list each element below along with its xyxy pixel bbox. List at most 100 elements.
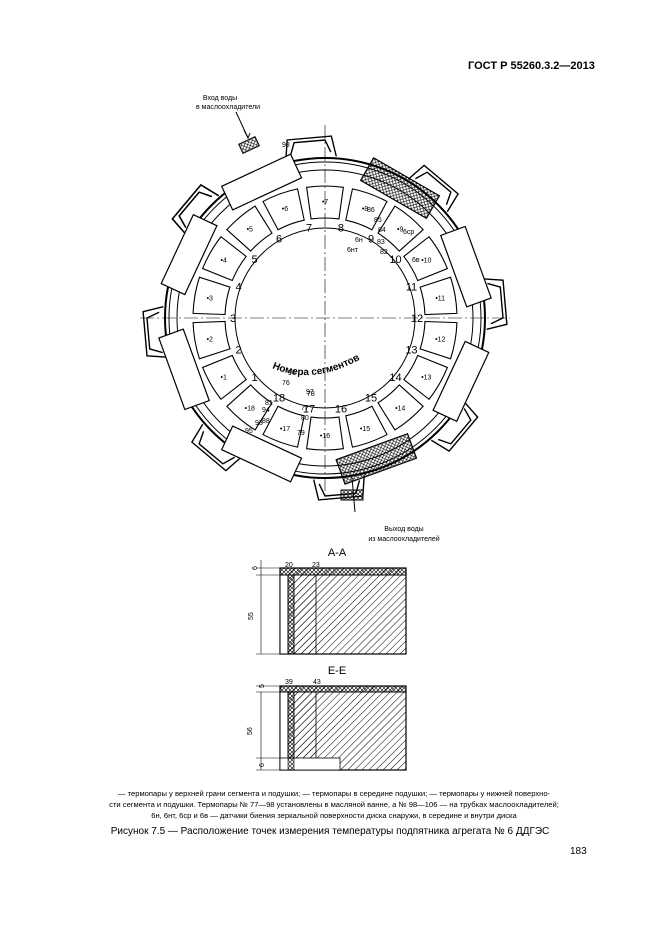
cooler-pipe bbox=[178, 191, 213, 228]
segment-number: 18 bbox=[273, 393, 285, 405]
bearing-segment bbox=[377, 384, 424, 431]
cooler-pipe bbox=[146, 311, 163, 354]
bearing-segment bbox=[403, 354, 449, 401]
sensor-label: 6в bbox=[412, 257, 420, 264]
sensor-label: 95 bbox=[245, 428, 253, 435]
dim-label: 39 bbox=[285, 679, 293, 686]
cooler-pipe bbox=[430, 400, 479, 453]
page-number: 183 bbox=[570, 846, 587, 857]
cooler-pipe bbox=[198, 430, 235, 465]
thermocouple-label: •17 bbox=[280, 426, 290, 433]
thermocouple-label: •13 bbox=[421, 375, 431, 382]
center-lines bbox=[140, 125, 510, 500]
segment-number: 15 bbox=[365, 393, 377, 405]
thermocouple-label: •7 bbox=[322, 199, 328, 206]
segment-number: 11 bbox=[406, 282, 417, 294]
bearing-segment bbox=[226, 384, 273, 431]
dim-label: 23 bbox=[312, 562, 320, 569]
oil-cooler bbox=[439, 225, 492, 308]
sensor-label: 80 bbox=[301, 415, 309, 422]
segment-number: 6 bbox=[276, 233, 282, 245]
dim-label: 5 bbox=[259, 684, 266, 688]
sensor-label: 96 bbox=[288, 370, 296, 377]
thermocouple-label: •3 bbox=[207, 296, 213, 303]
bearing-segment bbox=[201, 354, 247, 401]
cooler-pipe bbox=[318, 480, 361, 497]
sensor-label: 85 bbox=[374, 217, 382, 224]
sensor-label: 81 bbox=[265, 400, 273, 407]
segment-number: 17 bbox=[303, 404, 315, 416]
segment-number: 2 bbox=[235, 344, 241, 356]
outlet-label-line2: из маслоохладителей bbox=[368, 535, 439, 543]
oil-cooler bbox=[220, 153, 303, 211]
sensor-label: 82 bbox=[380, 249, 388, 256]
sensor-label: 79 bbox=[297, 430, 305, 437]
section-aa bbox=[256, 560, 407, 655]
segment-number: 8 bbox=[338, 222, 344, 234]
bearing-segment bbox=[192, 276, 231, 316]
dim-label: 55 bbox=[248, 612, 255, 620]
cooler-pipe bbox=[415, 171, 452, 206]
section-ee-title: Е-Е bbox=[328, 665, 346, 677]
dim-label: 6 bbox=[259, 763, 266, 767]
bearing-segment bbox=[226, 205, 273, 252]
thermocouple-label: •11 bbox=[435, 296, 445, 303]
cooler-pipe bbox=[190, 423, 243, 472]
sensor-label: 84 bbox=[378, 227, 386, 234]
sensor-label: 98 bbox=[282, 142, 290, 149]
cooler-pipe bbox=[407, 164, 460, 213]
standard-header: ГОСТ Р 55260.3.2—2013 bbox=[468, 60, 595, 72]
sensor-label: 6н bbox=[355, 237, 363, 244]
bearing-segment bbox=[201, 235, 247, 282]
thermocouple-label: •6 bbox=[282, 206, 288, 213]
sensor-label: 86 bbox=[367, 207, 375, 214]
section-aa-title: А-А bbox=[328, 547, 347, 559]
cooler-pipe bbox=[285, 135, 337, 161]
segment-number: 7 bbox=[306, 222, 312, 234]
sensor-label: 77 bbox=[301, 405, 309, 412]
thermocouple-label: •10 bbox=[421, 258, 431, 265]
sensor-label: 88 bbox=[262, 418, 270, 425]
thermocouple-label: •15 bbox=[360, 426, 370, 433]
thermocouple-label: •18 bbox=[245, 406, 255, 413]
figure-caption: Рисунок 7.5 — Расположение точек измерен… bbox=[110, 826, 550, 837]
legend-line-1: — термопары у верхней грани сегмента и п… bbox=[117, 789, 551, 798]
sensor-label: 76 bbox=[282, 380, 290, 387]
oil-cooler bbox=[160, 213, 218, 296]
dim-label: 43 bbox=[313, 679, 321, 686]
bearing-segment bbox=[262, 405, 305, 448]
legend-line-2: сти сегмента и подушки. Термопары № 77—9… bbox=[109, 800, 559, 809]
bearing-segment bbox=[419, 320, 458, 360]
sensor-label: 93 bbox=[255, 420, 263, 427]
segment-number: 3 bbox=[230, 313, 236, 325]
oil-cooler bbox=[359, 157, 441, 220]
segment-number: 9 bbox=[368, 233, 374, 245]
bearing-segment bbox=[345, 405, 388, 448]
cooler-pipe bbox=[487, 282, 504, 325]
segment-number: 12 bbox=[411, 313, 423, 325]
figure-legend: — термопары у верхней грани сегмента и п… bbox=[64, 788, 604, 821]
outlet-label-line1: Выход воды bbox=[384, 526, 423, 533]
thermocouple-label: •5 bbox=[247, 226, 253, 233]
segment-number: 1 bbox=[251, 372, 257, 384]
bearing-segment bbox=[377, 205, 424, 252]
sensor-label: 94 bbox=[262, 407, 270, 414]
bearing-segment bbox=[403, 235, 449, 282]
bearing-segment bbox=[192, 320, 231, 360]
thermocouple-label: •16 bbox=[320, 433, 330, 440]
sensor-label: 97 bbox=[306, 389, 314, 396]
legend-line-3: 6н, 6нт, 6ср и 6в — датчики биения зерка… bbox=[151, 811, 517, 820]
cooler-pipe bbox=[437, 408, 472, 445]
sensor-label: 78 bbox=[307, 391, 315, 398]
dim-label: 20 bbox=[285, 562, 293, 569]
cooler-pipe bbox=[482, 278, 508, 330]
segment-number: 13 bbox=[405, 344, 417, 356]
sensor-label: 6ср bbox=[403, 229, 414, 236]
oil-cooler bbox=[158, 328, 211, 411]
thermocouple-label: •2 bbox=[207, 336, 213, 343]
thermocouple-label: •9 bbox=[397, 226, 403, 233]
inlet-label-line2: в маслоохладители bbox=[196, 104, 260, 111]
cooler-pipe bbox=[171, 183, 220, 236]
dim-label: 56 bbox=[247, 727, 254, 735]
